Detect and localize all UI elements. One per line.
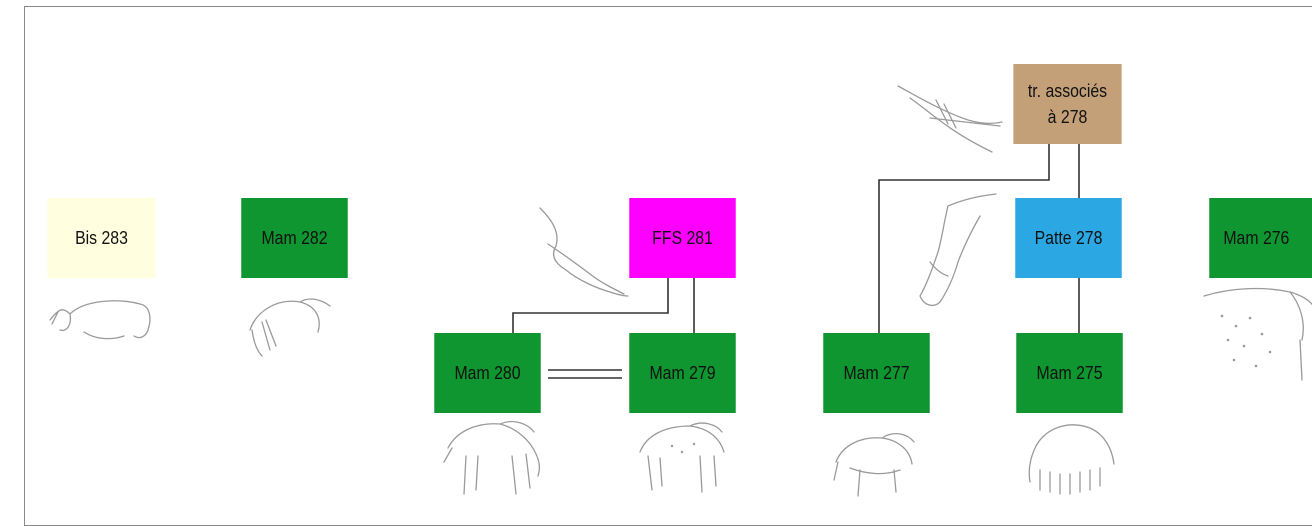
node-label-line2: à 278	[1047, 107, 1088, 127]
node-label: Mam 279	[649, 362, 716, 383]
mammoth-head-sketch	[1028, 424, 1115, 495]
node-label: Mam 275	[1036, 362, 1103, 383]
mammoth-sketch	[1203, 287, 1312, 381]
node-label: Patte 278	[1034, 227, 1103, 248]
line-traces-sketch	[539, 207, 629, 297]
node-mam-280: Mam 280	[434, 333, 541, 413]
mammoth-sketch	[639, 422, 725, 493]
node-ffs-281: FFS 281	[629, 198, 736, 278]
node-label-line1: tr. associés	[1027, 81, 1108, 101]
node-mam-275: Mam 275	[1016, 333, 1123, 413]
engraving-sketches	[49, 85, 1312, 497]
node-label: Mam 282	[261, 227, 328, 248]
mammoth-sketch	[833, 432, 915, 497]
node-tr-associes-278: tr. associés à 278	[1013, 64, 1122, 144]
node-mam-277: Mam 277	[823, 333, 930, 413]
node-label: Mam 280	[454, 362, 521, 383]
node-label: Mam 276	[1223, 227, 1290, 248]
edge-tr278-mam277	[878, 144, 1050, 333]
line-traces-sketch	[897, 85, 1003, 153]
node-mam-276: Mam 276	[1209, 198, 1312, 278]
paw-sketch	[919, 193, 997, 307]
bison-sketch	[49, 300, 151, 340]
mammoth-sketch	[249, 298, 331, 357]
node-mam-282: Mam 282	[241, 198, 348, 278]
node-label: Bis 283	[75, 227, 128, 248]
edge-ffs281-mam280	[512, 278, 669, 333]
node-bis-283: Bis 283	[47, 198, 156, 278]
connector-layer	[512, 144, 1080, 379]
node-label: Mam 277	[843, 362, 910, 383]
node-label: FFS 281	[652, 227, 713, 248]
mammoth-sketch	[443, 420, 540, 495]
node-mam-279: Mam 279	[629, 333, 736, 413]
node-patte-278: Patte 278	[1015, 198, 1122, 278]
